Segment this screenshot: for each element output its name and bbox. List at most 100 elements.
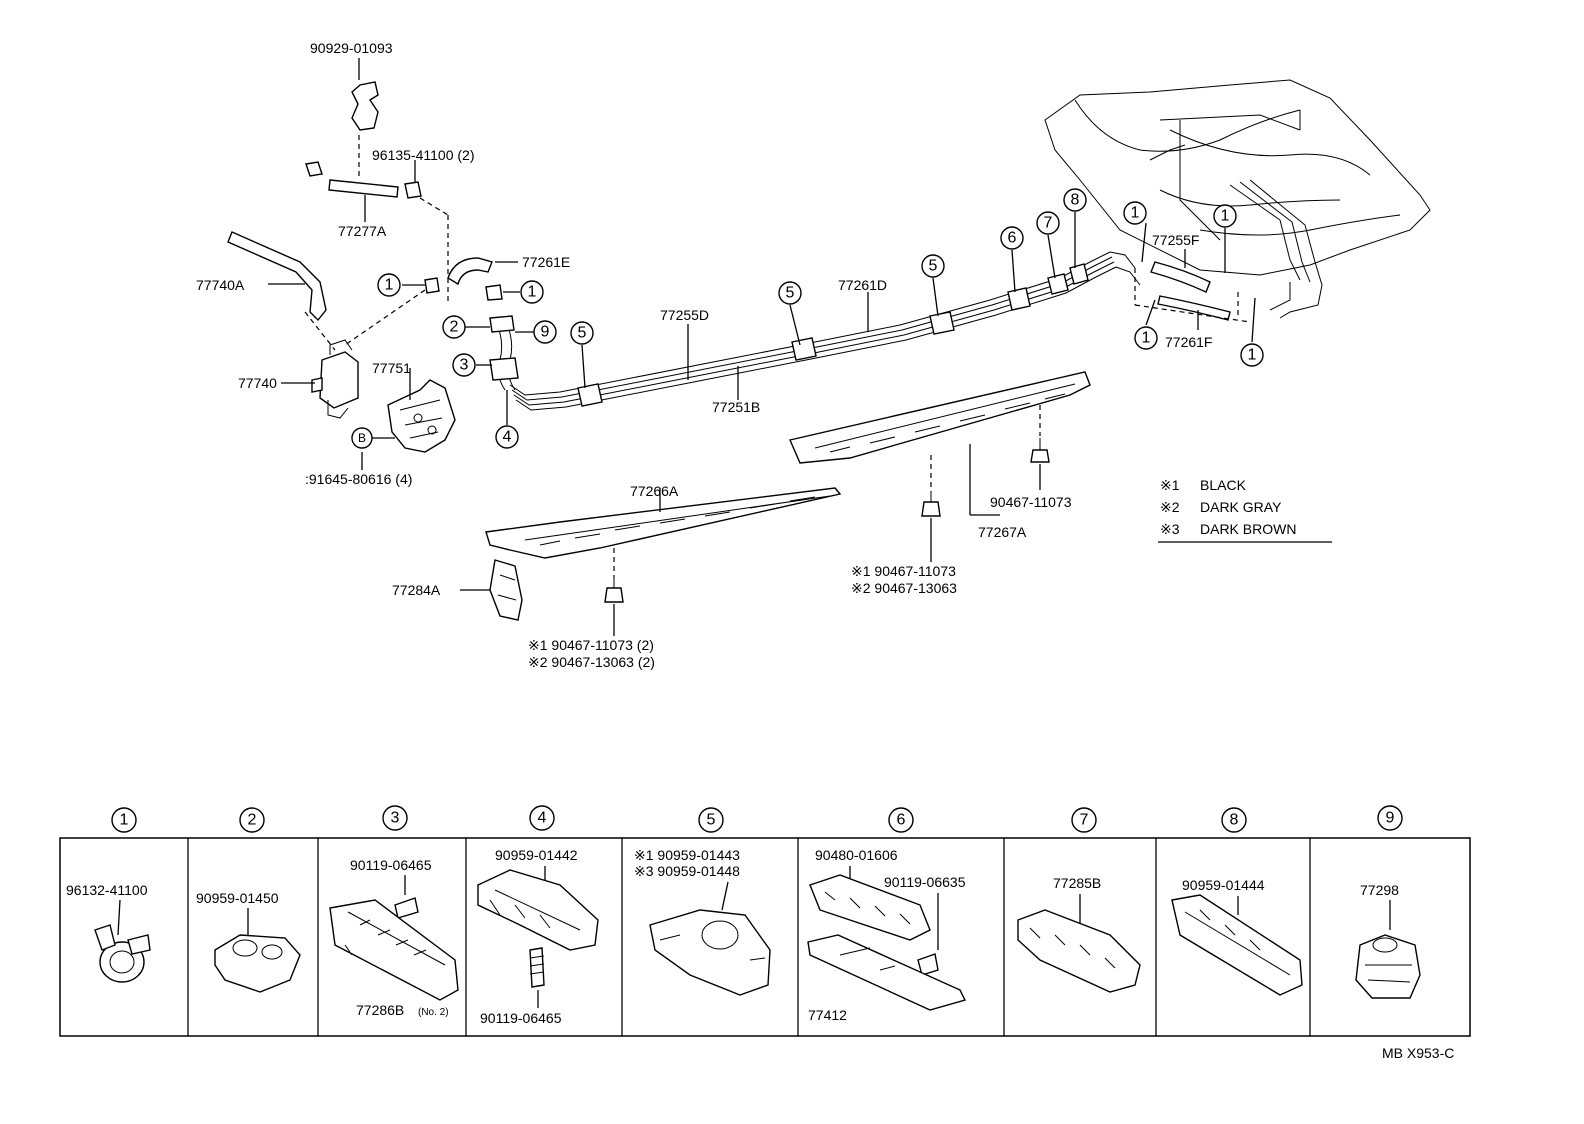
label-77740a: 77740A [196,277,245,293]
svg-text:2: 2 [248,812,257,829]
hose-77277a [305,161,422,199]
color-legend: ※1 BLACK ※2 DARK GRAY ※3 DARK BROWN [1158,477,1332,543]
svg-text:2: 2 [450,319,459,336]
callout-1-c: 1 [1123,201,1147,225]
bolt-90467-right [1030,438,1050,463]
svg-text:4: 4 [503,429,512,446]
table-header-8: 8 [1221,807,1247,833]
svg-text:(No. 2): (No. 2) [418,1007,449,1018]
hose-77740a [227,231,327,322]
svg-text:8: 8 [1230,812,1239,829]
svg-text:1: 1 [120,812,129,829]
label-77261d: 77261D [838,277,887,293]
plate-77266a [485,487,842,559]
marker-b: B [351,427,373,449]
table-header-5: 5 [698,807,724,833]
canister-77740 [311,339,359,419]
parts-table: 1 2 3 4 5 6 7 8 9 96132-41100 90959-0145… [59,805,1471,1037]
fuel-lines [489,251,1141,411]
svg-text:6: 6 [897,812,906,829]
svg-text:77412: 77412 [808,1007,847,1023]
svg-text:8: 8 [1071,192,1080,209]
legend-mark-1: ※1 [1160,477,1180,493]
bracket-77751 [387,379,456,453]
svg-text:5: 5 [707,812,716,829]
label-77751: 77751 [372,360,411,376]
leader-lines [268,58,1256,636]
svg-text:90959-01442: 90959-01442 [495,847,578,863]
label-77266a: 77266A [630,483,679,499]
svg-text:1: 1 [385,277,394,294]
svg-text:90959-01450: 90959-01450 [196,890,279,906]
svg-text:96132-41100: 96132-41100 [66,882,148,898]
table-header-7: 7 [1071,807,1097,833]
table-header-6: 6 [888,807,914,833]
callout-7: 7 [1036,211,1060,235]
label-77740: 77740 [238,375,277,391]
legend-mark-3: ※3 [1160,521,1180,537]
callout-5-b: 5 [778,281,802,305]
callouts: 1 1 2 9 3 4 5 5 5 6 7 8 1 1 1 1 B [351,188,1264,449]
svg-text:7: 7 [1044,215,1053,232]
label-90467-mid-2: ※2 90467-13063 [851,580,957,596]
callout-8: 8 [1063,188,1087,212]
svg-text:5: 5 [929,258,938,275]
svg-text:5: 5 [578,325,587,342]
label-91645-80616: :91645-80616 (4) [305,471,412,487]
label-90467-11073-right: 90467-11073 [990,494,1072,510]
svg-text:※1 90959-01443: ※1 90959-01443 [634,847,740,863]
label-77255f: 77255F [1152,232,1199,248]
table-cell-3: 90119-06465 77286B (No. 2) [329,857,459,1018]
callout-1-d: 1 [1213,204,1237,228]
svg-text:1: 1 [1131,205,1140,222]
callout-1-f: 1 [1240,343,1264,367]
svg-text:※3 90959-01448: ※3 90959-01448 [634,863,740,879]
label-90467-mid-1: ※1 90467-11073 [851,563,956,579]
label-77261e: 77261E [522,254,570,270]
hose-77261f [1157,295,1231,321]
label-77267a: 77267A [978,524,1027,540]
svg-text:3: 3 [391,810,400,827]
svg-text:90480-01606: 90480-01606 [815,847,898,863]
hose-77261e [424,257,503,301]
svg-text:90119-06465: 90119-06465 [350,857,432,873]
callout-2: 2 [442,315,466,339]
table-cell-2: 90959-01450 [196,890,301,993]
label-77277a: 77277A [338,223,387,239]
hose-77255f [1150,261,1211,293]
legend-text-2: DARK GRAY [1200,499,1282,515]
callout-5-c: 5 [921,254,945,278]
legend-mark-2: ※2 [1160,499,1180,515]
label-77251b: 77251B [712,399,760,415]
label-77255d: 77255D [660,307,709,323]
svg-text:9: 9 [541,324,550,341]
svg-text:90119-06635: 90119-06635 [884,874,966,890]
callout-1-b: 1 [520,280,544,304]
svg-text:B: B [358,431,366,445]
table-header-3: 3 [382,805,408,831]
bolt-90467-mid [921,492,941,517]
bolt-90467-bottom [604,578,624,603]
svg-text:5: 5 [786,285,795,302]
svg-text:1: 1 [1248,347,1257,364]
svg-text:1: 1 [528,284,537,301]
table-cell-1: 96132-41100 [66,882,151,983]
svg-text:1: 1 [1221,208,1230,225]
table-cell-7: 77285B [1017,875,1141,993]
part-labels: 90929-01093 96135-41100 (2) 77277A 77740… [196,40,1212,670]
table-header-2: 2 [239,807,265,833]
svg-text:3: 3 [460,357,469,374]
callout-3: 3 [452,353,476,377]
legend-text-1: BLACK [1200,477,1247,493]
svg-text:7: 7 [1080,812,1089,829]
table-cell-8: 90959-01444 [1171,877,1303,996]
svg-text:77286B: 77286B [356,1002,404,1018]
svg-text:6: 6 [1008,230,1017,247]
table-header-1: 1 [111,807,137,833]
label-77261f: 77261F [1165,334,1212,350]
label-90929-01093: 90929-01093 [310,40,393,56]
callout-1-e: 1 [1134,326,1158,350]
svg-text:4: 4 [538,810,547,827]
svg-text:77298: 77298 [1360,882,1399,898]
